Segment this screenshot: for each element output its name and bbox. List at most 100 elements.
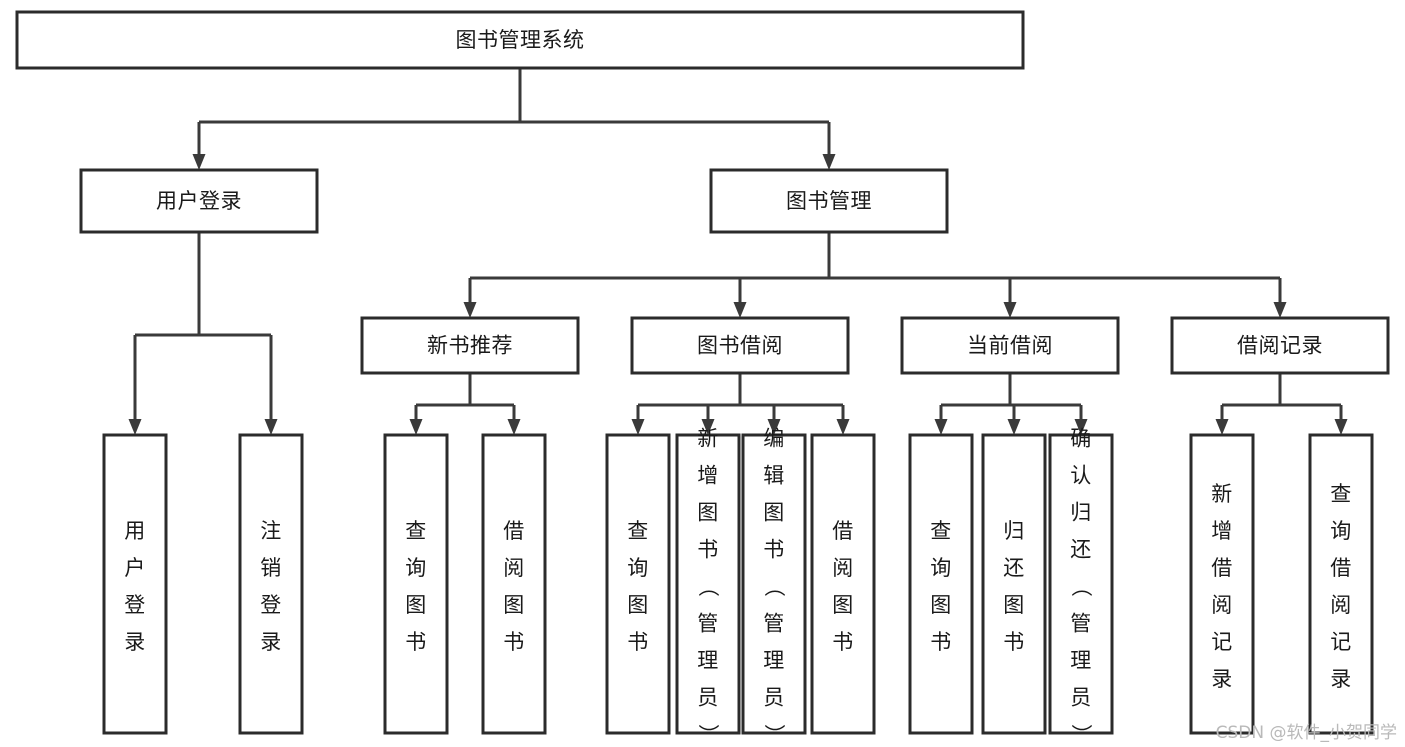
node-label-leaf-borrow-add-char-3: 书 (697, 538, 719, 562)
node-label-leaf-borrow-edit-char-4: （ (762, 576, 786, 598)
node-box-root (15, 10, 1025, 70)
node-label-leaf-rec-query2-char-1: 询 (1330, 519, 1352, 543)
node-box-leaf-user-login (102, 433, 168, 735)
arrow-head-borrow-record (1273, 302, 1287, 318)
node-box-current-borrow (900, 316, 1120, 375)
node-label-leaf-user-login-char-3: 录 (124, 630, 146, 654)
node-box-leaf-cur-query (908, 433, 974, 735)
node-label-leaf-borrow-query-char-1: 询 (627, 556, 649, 580)
node-label-leaf-borrow-lend-char-2: 图 (832, 593, 854, 617)
node-label-leaf-rec-borrow-char-3: 书 (503, 630, 525, 654)
node-label-leaf-cur-confirm-char-3: 还 (1070, 538, 1092, 562)
node-label-leaf-cur-confirm-char-2: 归 (1070, 501, 1092, 525)
node-box-new-book-rec (360, 316, 580, 375)
node-book-manage[interactable]: 图书管理 (709, 168, 949, 234)
node-label-leaf-cur-confirm-char-4: （ (1069, 576, 1093, 598)
node-label-book-borrow: 图书借阅 (697, 334, 783, 358)
connectors-layer (128, 68, 1348, 435)
arrow-head-leaf-borrow-add (701, 419, 715, 435)
node-label-leaf-cur-confirm-char-6: 理 (1070, 649, 1092, 673)
node-label-leaf-rec-query2-char-5: 录 (1330, 667, 1352, 691)
node-label-leaf-borrow-lend-char-3: 书 (832, 630, 854, 654)
node-label-leaf-cur-query-char-2: 图 (930, 593, 952, 617)
node-box-leaf-borrow-query (605, 433, 671, 735)
node-label-leaf-cur-return-char-1: 还 (1003, 556, 1025, 580)
node-label-leaf-borrow-add-char-4: （ (696, 576, 720, 598)
node-book-borrow[interactable]: 图书借阅 (630, 316, 850, 375)
node-label-leaf-cur-return-char-2: 图 (1003, 593, 1025, 617)
node-label-leaf-borrow-add-char-5: 管 (697, 612, 719, 636)
node-label-leaf-user-logout-char-0: 注 (260, 519, 282, 543)
node-label-leaf-cur-query-char-3: 书 (930, 630, 952, 654)
node-label-leaf-borrow-add-char-0: 新 (697, 427, 719, 451)
node-label-leaf-borrow-edit-char-8: ） (762, 724, 786, 746)
node-label-leaf-user-logout-char-3: 录 (260, 630, 282, 654)
node-label-leaf-borrow-add-char-2: 图 (697, 501, 719, 525)
node-label-user-login: 用户登录 (156, 189, 242, 213)
node-label-leaf-borrow-edit-char-2: 图 (763, 501, 785, 525)
node-borrow-record[interactable]: 借阅记录 (1170, 316, 1390, 375)
arrow-head-user-login (192, 154, 206, 170)
node-label-leaf-cur-return-char-3: 书 (1003, 630, 1025, 654)
node-label-leaf-cur-query-char-1: 询 (930, 556, 952, 580)
node-box-leaf-rec-add (1189, 433, 1255, 735)
node-user-login[interactable]: 用户登录 (79, 168, 319, 234)
arrow-head-leaf-cur-confirm (1074, 419, 1088, 435)
node-label-leaf-rec-add-char-0: 新 (1211, 482, 1233, 506)
node-label-leaf-rec-add-char-3: 阅 (1211, 593, 1233, 617)
arrow-head-current-borrow (1003, 302, 1017, 318)
node-box-leaf-cur-return (981, 433, 1047, 735)
node-box-book-manage (709, 168, 949, 234)
node-box-user-login (79, 168, 319, 234)
node-new-book-rec[interactable]: 新书推荐 (360, 316, 580, 375)
node-label-leaf-borrow-edit-char-6: 理 (763, 649, 785, 673)
node-label-leaf-borrow-add-char-6: 理 (697, 649, 719, 673)
arrow-head-leaf-cur-return (1007, 419, 1021, 435)
nodes-layer: 图书管理系统用户登录图书管理新书推荐图书借阅当前借阅借阅记录用户登录注销登录查询… (15, 10, 1390, 746)
node-label-leaf-cur-confirm-char-0: 确 (1070, 427, 1092, 451)
node-leaf-user-login[interactable]: 用户登录 (102, 433, 168, 735)
arrow-head-leaf-borrow-lend (836, 419, 850, 435)
arrow-head-leaf-rec-borrow (507, 419, 521, 435)
node-label-leaf-borrow-add-char-1: 增 (697, 464, 719, 488)
arrow-head-leaf-rec-query2 (1334, 419, 1348, 435)
node-label-leaf-rec-query-char-3: 书 (405, 630, 427, 654)
node-label-book-manage: 图书管理 (786, 189, 872, 213)
node-label-leaf-rec-query-char-2: 图 (405, 593, 427, 617)
node-label-root: 图书管理系统 (456, 28, 585, 52)
node-root[interactable]: 图书管理系统 (15, 10, 1025, 70)
watermark-label: CSDN @软件_小贺同学 (1215, 723, 1397, 743)
node-label-leaf-user-login-char-1: 户 (124, 556, 146, 580)
node-label-leaf-rec-query-char-1: 询 (405, 556, 427, 580)
node-label-leaf-cur-query-char-0: 查 (930, 519, 952, 543)
node-box-leaf-user-logout (238, 433, 304, 735)
arrow-head-leaf-rec-add (1215, 419, 1229, 435)
node-box-leaf-rec-borrow (481, 433, 547, 735)
node-box-leaf-rec-query2 (1308, 433, 1374, 735)
node-label-leaf-rec-query2-char-3: 阅 (1330, 593, 1352, 617)
node-label-leaf-rec-query2-char-2: 借 (1330, 556, 1352, 580)
node-label-leaf-borrow-edit-char-1: 辑 (763, 464, 785, 488)
node-label-leaf-borrow-query-char-0: 查 (627, 519, 649, 543)
node-label-leaf-borrow-lend-char-1: 阅 (832, 556, 854, 580)
node-label-leaf-rec-borrow-char-0: 借 (503, 519, 525, 543)
node-label-leaf-borrow-edit-char-0: 编 (763, 427, 785, 451)
node-current-borrow[interactable]: 当前借阅 (900, 316, 1120, 375)
node-label-leaf-borrow-query-char-3: 书 (627, 630, 649, 654)
node-label-leaf-rec-add-char-5: 录 (1211, 667, 1233, 691)
node-box-book-borrow (630, 316, 850, 375)
